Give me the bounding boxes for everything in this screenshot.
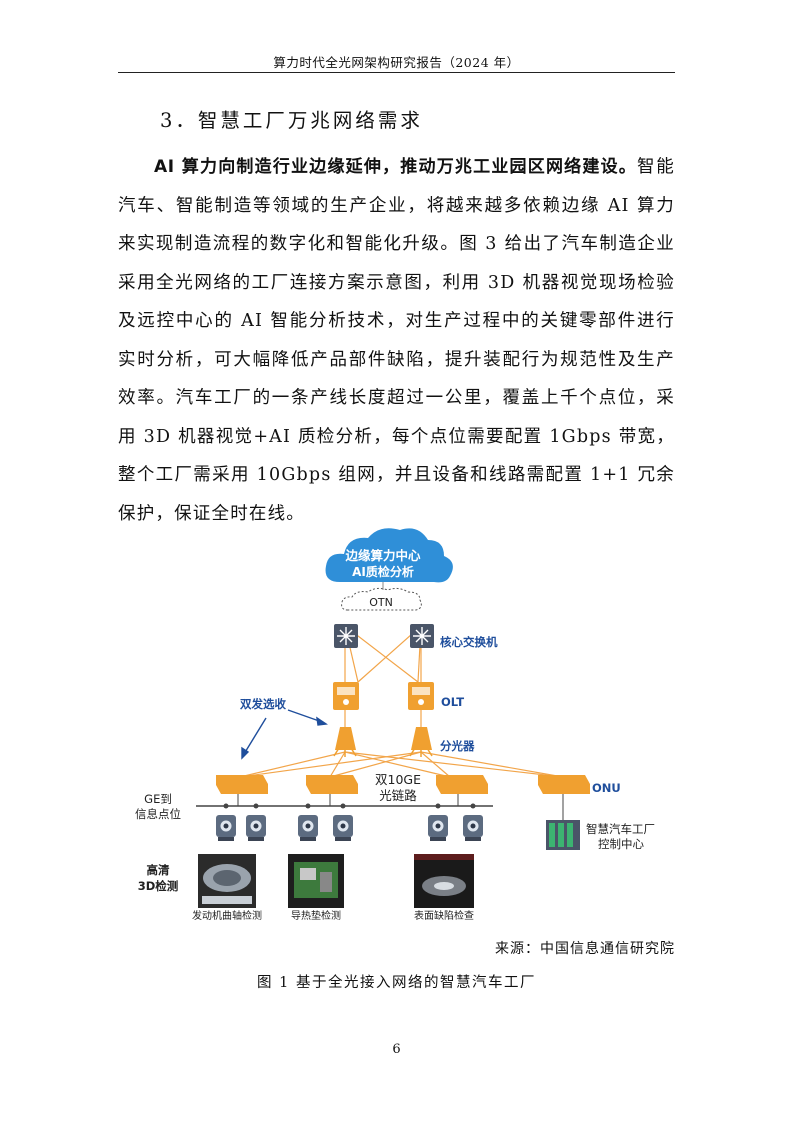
hd-label-1: 高清: [147, 863, 170, 877]
onu-drops: [237, 794, 564, 820]
ge-label-1: GE到: [144, 792, 172, 806]
onu-icon: [306, 775, 358, 794]
onu-devices: [216, 775, 590, 794]
dual-tx-arrows: [241, 709, 328, 760]
otn-label: OTN: [369, 596, 393, 609]
camera-icon: [216, 815, 236, 841]
core-switch-label: 核心交换机: [440, 635, 498, 649]
onu-icon: [538, 775, 590, 794]
surface-defect-photo: [414, 854, 474, 908]
body-paragraph: AI 算力向制造行业边缘延伸，推动万兆工业园区网络建设。智能汽车、智能制造等领域…: [118, 148, 675, 533]
splitter-left-icon: [333, 727, 357, 757]
core-switch-right-icon: [410, 624, 434, 648]
link-label-1: 双10GE: [375, 772, 421, 787]
splitter-right-icon: [409, 727, 433, 757]
figure-caption: 图 1 基于全光接入网络的智慧汽车工厂: [257, 975, 536, 991]
cloud-icon: [325, 528, 453, 583]
onu-icon: [216, 775, 268, 794]
header-rule: [118, 72, 675, 73]
onu-label: ONU: [592, 781, 621, 795]
paragraph-lead: AI 算力向制造行业边缘延伸，推动万兆工业园区网络建设。: [154, 157, 637, 177]
dual-tx-label: 双发选收: [239, 697, 286, 711]
bus-nodes: [223, 803, 476, 809]
camera-icon: [246, 815, 266, 841]
fiber-links: [239, 625, 564, 778]
camera-icons: [216, 815, 483, 841]
photo-caption-thermal-pad: 导热垫检测: [291, 909, 341, 922]
cloud-subtitle: AI质检分析: [352, 564, 414, 579]
figure-source: 来源：中国信息通信研究院: [495, 941, 675, 957]
network-diagram: 边缘算力中心 AI质检分析 OTN 核心交换机 OLT 分光器 双发选收: [118, 522, 688, 942]
photo-caption-surface: 表面缺陷检查: [414, 909, 474, 922]
link-label-2: 光链路: [379, 788, 417, 803]
splitter-label: 分光器: [440, 739, 475, 753]
control-center-label-2: 控制中心: [598, 837, 644, 851]
camera-icon: [428, 815, 448, 841]
ge-label-2: 信息点位: [135, 807, 181, 821]
section-heading: 3．智慧工厂万兆网络需求: [160, 109, 423, 132]
camera-icon: [298, 815, 318, 841]
cloud-title: 边缘算力中心: [344, 548, 421, 563]
olt-right-icon: [408, 682, 434, 710]
otn-cloud-icon: [341, 587, 422, 611]
paragraph-body: 智能汽车、智能制造等领域的生产企业，将越来越多依赖边缘 AI 算力来实现制造流程…: [118, 157, 675, 524]
olt-left-icon: [333, 682, 359, 710]
camera-icon: [463, 815, 483, 841]
control-center-icon: [546, 820, 580, 850]
control-center-label-1: 智慧汽车工厂: [586, 822, 655, 836]
thermal-pad-photo: [288, 854, 344, 908]
camera-icon: [333, 815, 353, 841]
hd-label-2: 3D检测: [138, 879, 179, 893]
running-header: 算力时代全光网架构研究报告（2024 年）: [273, 55, 520, 70]
photo-caption-crankshaft: 发动机曲轴检测: [192, 909, 262, 922]
olt-label: OLT: [441, 695, 464, 709]
page-number: 6: [392, 1042, 401, 1057]
onu-icon: [436, 775, 488, 794]
core-switch-left-icon: [334, 624, 358, 648]
crankshaft-photo: [198, 854, 256, 908]
